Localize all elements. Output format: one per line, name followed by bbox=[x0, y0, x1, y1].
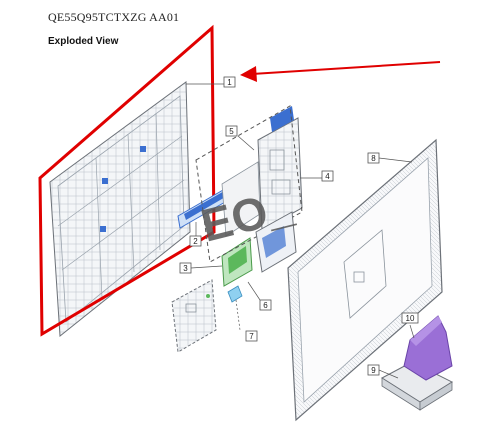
clip-icon bbox=[140, 146, 146, 152]
callout-2: 2 bbox=[189, 222, 202, 247]
callout-9: 9 bbox=[367, 364, 399, 379]
model-number: QE55Q95TCTXZG AA01 bbox=[48, 10, 180, 24]
clip-icon bbox=[102, 178, 108, 184]
highlight-frame bbox=[38, 24, 216, 337]
callout-3: 3 bbox=[179, 262, 223, 274]
callout-label: 1 bbox=[227, 78, 232, 87]
callout-5: 5 bbox=[225, 125, 255, 151]
callout-label: 5 bbox=[229, 127, 234, 136]
part-3-main-board bbox=[221, 237, 253, 287]
callout-label: 9 bbox=[371, 366, 376, 375]
part-5-board-assembly bbox=[195, 105, 303, 273]
callout-8: 8 bbox=[367, 152, 413, 164]
callout-label: 4 bbox=[325, 172, 330, 181]
callout-6: 6 bbox=[247, 281, 272, 311]
part-10-stand-neck bbox=[403, 315, 453, 381]
callout-label: 7 bbox=[249, 332, 254, 341]
callout-label: 3 bbox=[183, 264, 188, 273]
callout-10: 10 bbox=[401, 312, 419, 339]
callout-1: 1 bbox=[186, 76, 236, 88]
part-6-small-board bbox=[171, 279, 217, 353]
page-subtitle: Exploded View bbox=[48, 36, 119, 47]
part-8-rear-cover bbox=[287, 138, 443, 422]
part-9-stand-base bbox=[381, 361, 454, 411]
callout-label: 10 bbox=[406, 314, 415, 323]
callout-label: 6 bbox=[263, 301, 268, 310]
highlight-arrow bbox=[240, 61, 441, 82]
callout-4: 4 bbox=[300, 170, 334, 182]
part-7-cable bbox=[227, 285, 243, 331]
part-1-rear-chassis bbox=[49, 81, 191, 337]
callout-7: 7 bbox=[245, 330, 258, 342]
callout-label: 8 bbox=[371, 154, 376, 163]
clip-icon bbox=[100, 226, 106, 232]
callout-label: 2 bbox=[193, 237, 198, 246]
